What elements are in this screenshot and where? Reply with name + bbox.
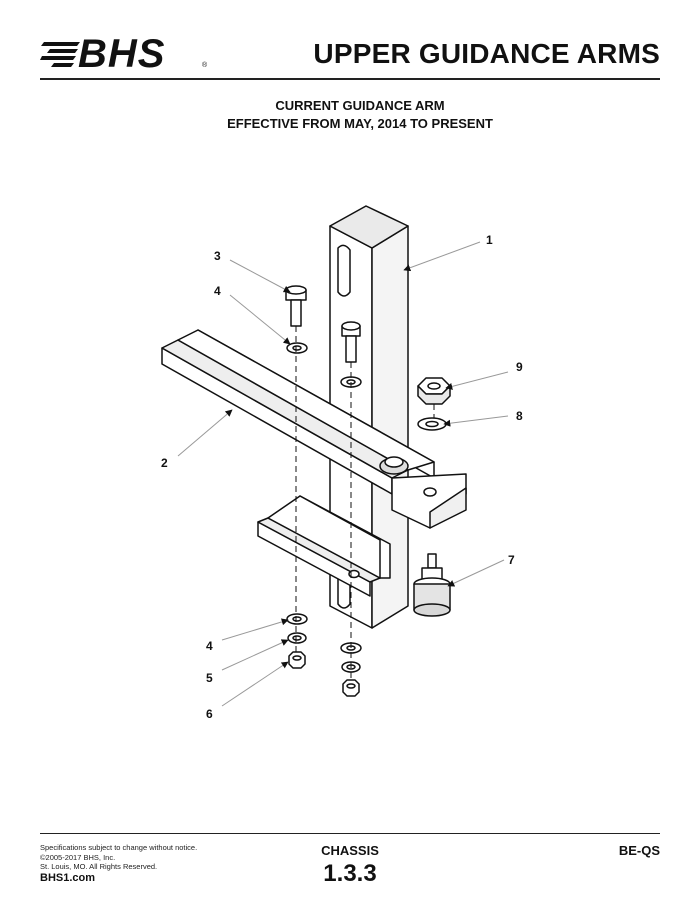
section-label: CHASSIS (321, 843, 379, 858)
diagram-subtitle-line2: EFFECTIVE FROM MAY, 2014 TO PRESENT (227, 116, 493, 131)
exploded-parts-diagram: 1 2 3 4 4 5 6 7 8 9 (161, 205, 523, 721)
bhs-logo: BHS ® (40, 30, 212, 76)
callout-7: 7 (508, 553, 515, 567)
callout-9: 9 (516, 360, 523, 374)
callout-1: 1 (486, 233, 493, 247)
page-title: UPPER GUIDANCE ARMS (313, 38, 660, 69)
section-number: 1.3.3 (323, 860, 377, 887)
nut-lower-left (288, 651, 306, 669)
bolt-left (285, 285, 307, 327)
logo-wordmark: BHS (78, 32, 165, 72)
callout-4-lower: 4 (206, 639, 213, 653)
guidance-channel (161, 329, 467, 529)
guide-roller (413, 553, 451, 617)
website-link[interactable]: BHS1.com (40, 872, 96, 884)
callout-8: 8 (516, 409, 523, 423)
callout-3: 3 (214, 249, 221, 263)
legal-line-3: St. Louis, MO. All Rights Reserved. (40, 862, 158, 871)
footer-legal: Specifications subject to change without… (40, 843, 197, 872)
callout-2: 2 (161, 456, 168, 470)
footer-divider (40, 833, 660, 834)
nut-lower-right (342, 679, 360, 697)
nut (417, 377, 451, 405)
bhs-logo-graphic: BHS ® (40, 32, 208, 76)
lock-washer (417, 417, 447, 431)
callout-4-upper: 4 (214, 284, 221, 298)
header-divider (40, 78, 660, 80)
assembly-centerlines (295, 326, 435, 680)
svg-text:®: ® (202, 61, 208, 69)
callout-6: 6 (206, 707, 213, 721)
leader-lines (177, 241, 509, 707)
callout-5: 5 (206, 671, 213, 685)
document-code: BE-QS (618, 843, 660, 858)
legal-line-1: Specifications subject to change without… (40, 843, 198, 852)
diagram-subtitle-line1: CURRENT GUIDANCE ARM (275, 98, 445, 113)
channel-bolt-head (379, 456, 409, 475)
legal-line-2: ©2005-2017 BHS, Inc. (40, 852, 116, 862)
